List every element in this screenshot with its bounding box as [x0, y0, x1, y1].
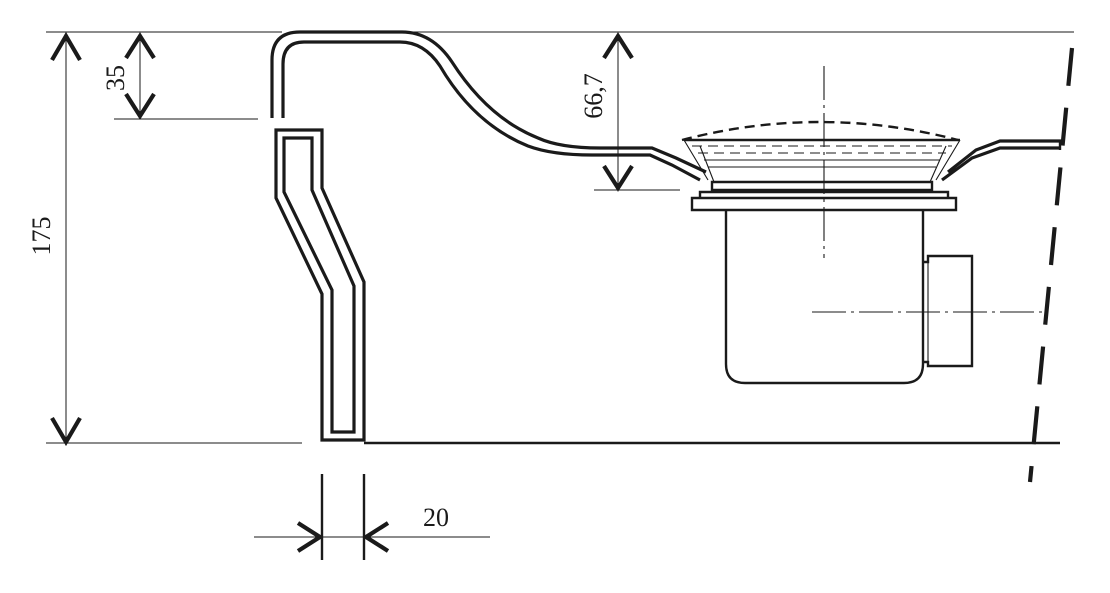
- tray-outer-skin: [270, 30, 707, 174]
- dimension-drain-depth: 66,7: [579, 32, 680, 192]
- trap-body: [724, 210, 925, 385]
- dimension-label-35: 35: [101, 65, 130, 91]
- dim-35-arrow-bottom: [124, 92, 156, 120]
- tray-profile: [270, 30, 1075, 483]
- dimension-wall-thickness: 20: [254, 474, 490, 560]
- support-leg-inner: [282, 136, 356, 434]
- dimension-label-66-7: 66,7: [579, 73, 608, 119]
- drain-assembly: [681, 66, 1044, 385]
- support-leg-outer: [274, 128, 366, 442]
- drain-collar: [710, 180, 934, 192]
- dim-20-arrow-left: [296, 521, 324, 553]
- tray-right-surface: [941, 139, 1062, 182]
- break-line: [1027, 47, 1075, 483]
- dim-20-arrow-right: [362, 521, 390, 553]
- dim-175-arrow-bottom: [50, 416, 82, 447]
- tray-inner-skin: [281, 40, 701, 182]
- trap-outlet: [923, 254, 974, 368]
- dimension-label-20: 20: [423, 503, 449, 532]
- dim-66-arrow-bottom: [602, 164, 634, 192]
- drain-cover-dome: [681, 120, 959, 142]
- dimension-overall-height: 175: [27, 31, 302, 447]
- dimension-rim-depth: 35: [101, 32, 258, 120]
- grate-sides: [683, 139, 961, 183]
- dim-175-arrow-top: [50, 31, 82, 62]
- dimension-label-175: 175: [27, 217, 56, 256]
- dim-35-arrow-top: [124, 32, 156, 60]
- dim-66-arrow-top: [602, 32, 634, 60]
